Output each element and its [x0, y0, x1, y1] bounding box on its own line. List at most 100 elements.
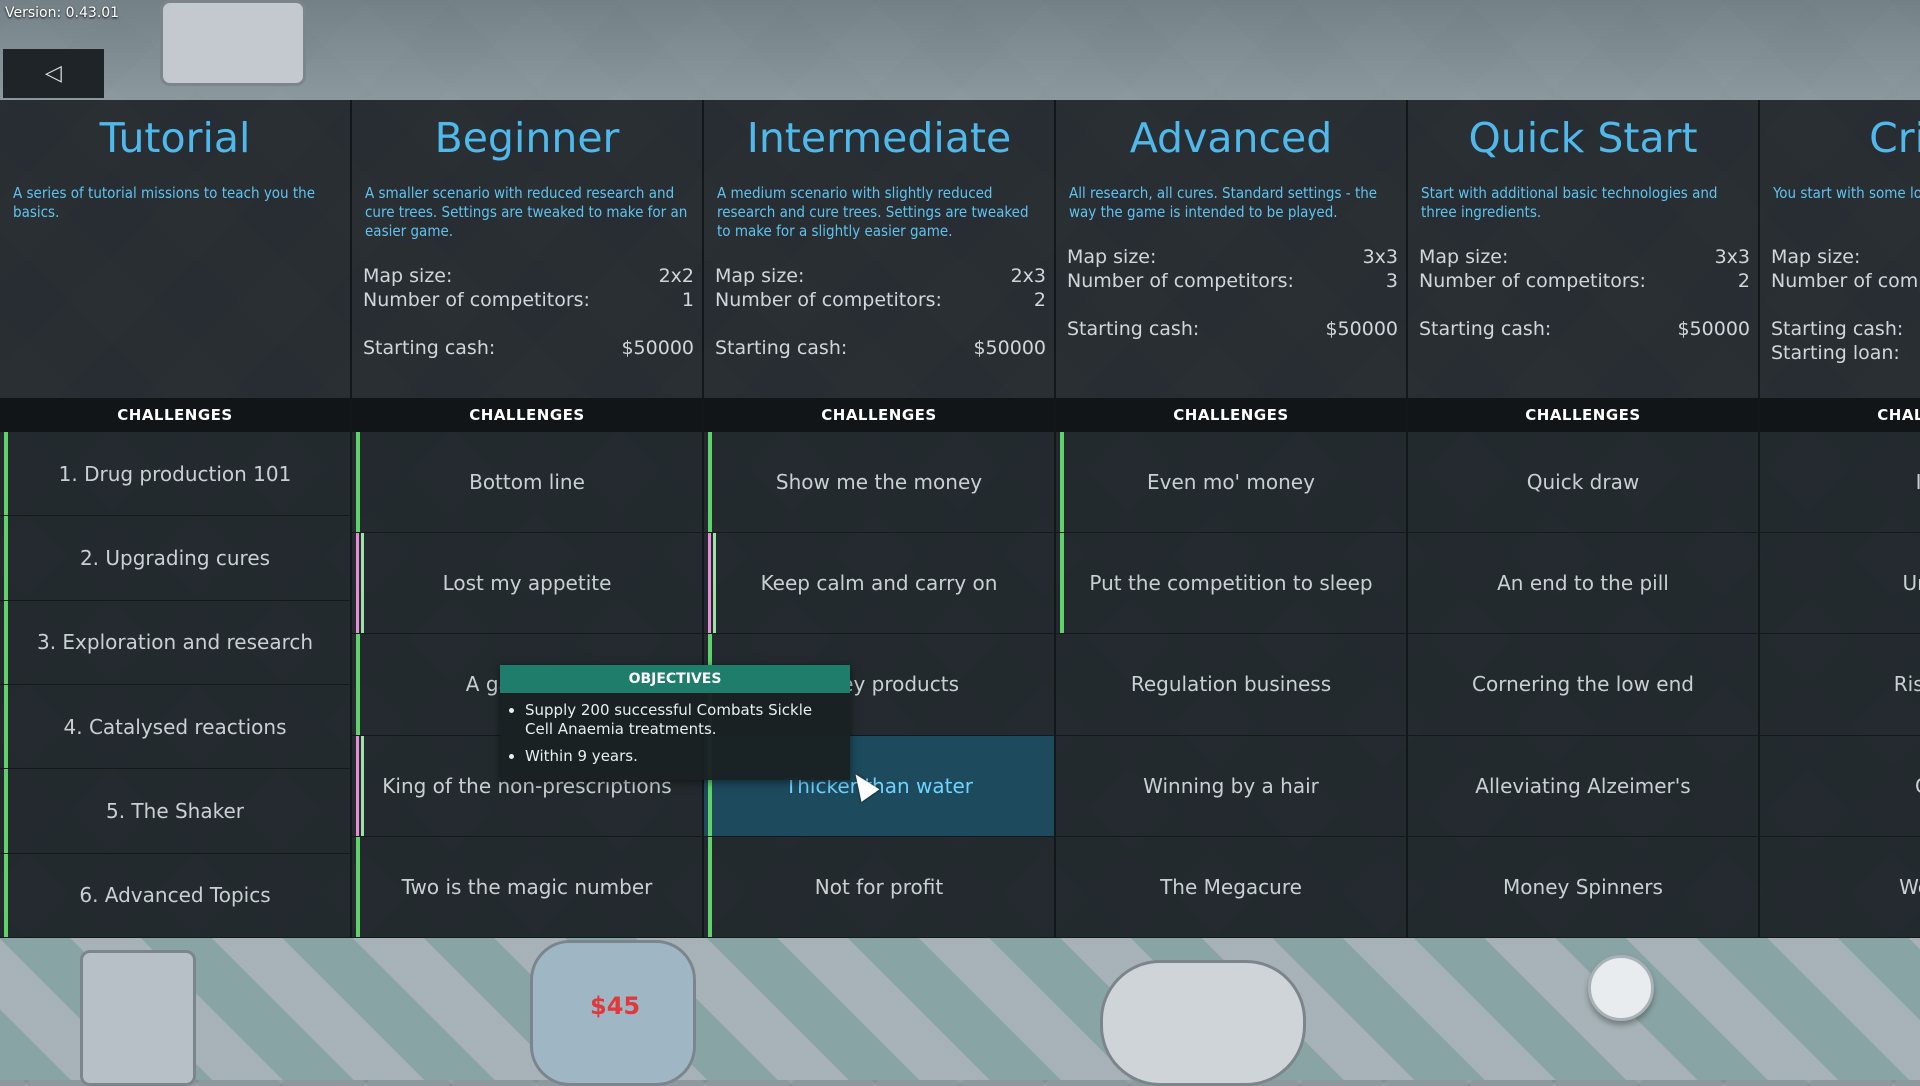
scenario-title: Intermediate	[704, 114, 1054, 162]
challenge-label: Show me the money	[776, 470, 982, 494]
completion-bar	[4, 601, 8, 684]
completion-bar	[4, 516, 8, 599]
map-pin-icon[interactable]	[1588, 955, 1654, 1021]
stat-row	[715, 312, 1046, 336]
stat-row: Starting cash:$50000	[1067, 317, 1398, 341]
objective-item: Within 9 years.	[525, 747, 836, 766]
challenge-label: Alleviating Alzeimer's	[1475, 774, 1690, 798]
completion-bar	[708, 533, 711, 633]
challenge-item[interactable]: An end to the pill	[1408, 533, 1758, 634]
challenge-item[interactable]: Show me the money	[704, 432, 1054, 533]
stat-label: Map size:	[363, 264, 452, 288]
challenge-item[interactable]: The Megacure	[1056, 837, 1406, 938]
scenario-header[interactable]: CrippliYou start with some loan.Map size…	[1760, 100, 1920, 398]
stat-row: Starting cash:$50000	[1419, 317, 1750, 341]
scenario-description: A medium scenario with slightly reduced …	[717, 184, 1043, 241]
stat-label: Starting cash:	[1771, 317, 1903, 341]
tooltip-title: OBJECTIVES	[500, 665, 850, 693]
challenge-item[interactable]: 2. Upgrading cures	[0, 516, 350, 600]
background-machine	[80, 950, 196, 1086]
challenge-item[interactable]: 1. Drug production 101	[0, 432, 350, 516]
challenge-label: Rising fr	[1894, 672, 1920, 696]
challenge-label: Lost my appetite	[443, 571, 612, 595]
challenge-item[interactable]: Money Spinners	[1408, 837, 1758, 938]
challenge-item[interactable]: Regulation business	[1056, 634, 1406, 735]
challenges-header: CHALLENGES	[0, 398, 350, 432]
challenges-list: IntoUngueRising fr GooWell oil	[1760, 432, 1920, 938]
stat-row	[1067, 293, 1398, 317]
challenge-label: Cornering the low end	[1472, 672, 1694, 696]
back-button[interactable]: ◁	[3, 49, 104, 98]
challenge-label: Into	[1916, 470, 1920, 494]
completion-bar	[708, 837, 712, 937]
stat-row: Starting cash:$50000	[715, 336, 1046, 360]
stat-row: Starting cash:	[1771, 317, 1920, 341]
stat-label: Map size:	[1771, 245, 1860, 269]
stat-label: Number of comp	[1771, 269, 1920, 293]
background-price-tag: $45	[590, 992, 640, 1020]
challenge-item[interactable]: 5. The Shaker	[0, 769, 350, 853]
completion-bar	[356, 736, 359, 836]
stat-row	[1419, 293, 1750, 317]
challenge-item[interactable]: Bottom line	[352, 432, 702, 533]
challenge-item[interactable]: Keep calm and carry on	[704, 533, 1054, 634]
stat-value: 3	[1386, 269, 1398, 293]
stat-row: Map size:	[1771, 245, 1920, 269]
stat-label: Map size:	[1067, 245, 1156, 269]
scenario-header[interactable]: Intermediate A medium scenario with sligh…	[704, 100, 1054, 398]
background-machine	[1100, 960, 1306, 1086]
challenge-item[interactable]: Put the competition to sleep	[1056, 533, 1406, 634]
challenge-item[interactable]: Well oil	[1760, 837, 1920, 938]
completion-bar	[356, 432, 360, 532]
challenge-label: Even mo' money	[1147, 470, 1315, 494]
stat-label: Map size:	[1419, 245, 1508, 269]
challenge-label: An end to the pill	[1497, 571, 1669, 595]
completion-bar	[1060, 533, 1064, 633]
challenge-label: 6. Advanced Topics	[79, 883, 270, 907]
stat-label: Starting loan:	[1771, 341, 1900, 365]
challenge-item[interactable]: 3. Exploration and research	[0, 601, 350, 685]
stat-label: Number of competitors:	[1067, 269, 1294, 293]
challenges-header: CHALLENGES	[1408, 398, 1758, 432]
stat-row	[1771, 293, 1920, 317]
challenge-label: 2. Upgrading cures	[80, 546, 270, 570]
challenge-item[interactable]: Alleviating Alzeimer's	[1408, 736, 1758, 837]
stat-label: Starting cash:	[1067, 317, 1199, 341]
challenge-item[interactable]: Rising fr	[1760, 634, 1920, 735]
stat-label: Number of competitors:	[1419, 269, 1646, 293]
challenge-label: The Megacure	[1160, 875, 1302, 899]
stat-label: Starting cash:	[1419, 317, 1551, 341]
challenge-item[interactable]: Two is the magic number	[352, 837, 702, 938]
challenge-item[interactable]: Ungue	[1760, 533, 1920, 634]
challenge-item[interactable]: 6. Advanced Topics	[0, 854, 350, 938]
challenge-item[interactable]: Winning by a hair	[1056, 736, 1406, 837]
challenge-item[interactable]: 4. Catalysed reactions	[0, 685, 350, 769]
challenge-item[interactable]: Not for profit	[704, 837, 1054, 938]
stat-label: Number of competitors:	[715, 288, 942, 312]
scenario-title: Quick Start	[1408, 114, 1758, 162]
challenge-label: Not for profit	[815, 875, 943, 899]
challenge-item[interactable]: Cornering the low end	[1408, 634, 1758, 735]
challenge-item[interactable]: Lost my appetite	[352, 533, 702, 634]
scenario-title: Tutorial	[0, 114, 350, 162]
challenge-item[interactable]: Quick draw	[1408, 432, 1758, 533]
completion-bar	[4, 769, 8, 852]
challenge-item[interactable]: Into	[1760, 432, 1920, 533]
scenario-description: All research, all cures. Standard settin…	[1069, 184, 1395, 222]
stat-value: 2	[1738, 269, 1750, 293]
stat-row: Number of competitors: 2	[1419, 269, 1750, 293]
challenge-item[interactable]: Even mo' money	[1056, 432, 1406, 533]
completion-bar	[4, 854, 8, 937]
scenario-description: Start with additional basic technologies…	[1421, 184, 1747, 222]
stat-label: Number of competitors:	[363, 288, 590, 312]
stat-row: Map size:3x3	[1419, 245, 1750, 269]
challenge-item[interactable]: Goo	[1760, 736, 1920, 837]
